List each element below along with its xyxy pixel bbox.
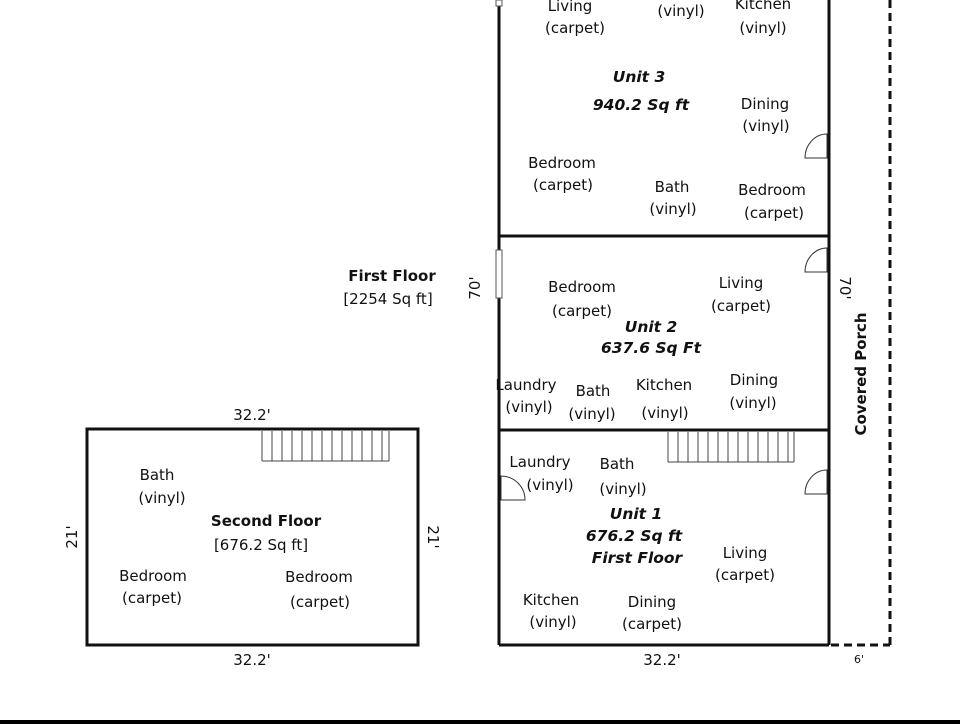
- second-floor-left-height: 21': [63, 525, 81, 548]
- room-name: Kitchen: [735, 0, 791, 13]
- room-floor: (carpet): [545, 19, 605, 37]
- second-floor-area: [676.2 Sq ft]: [214, 536, 308, 554]
- room-floor: (vinyl): [729, 394, 776, 412]
- room-name: Living: [548, 0, 593, 15]
- first-floor-area: [2254 Sq ft]: [343, 290, 432, 308]
- room-floor: (vinyl): [599, 480, 646, 498]
- first-floor-right-height: 70': [836, 276, 854, 299]
- room-floor: (carpet): [715, 566, 775, 584]
- room-name: Kitchen: [636, 376, 692, 394]
- unit2-name: Unit 2: [625, 318, 678, 336]
- unit1-floor-label: First Floor: [592, 549, 684, 567]
- room-name: Dining: [730, 371, 778, 389]
- room-floor: (vinyl): [505, 398, 552, 416]
- second-floor-outline: [85, 427, 420, 647]
- first-floor-width: 32.2': [643, 651, 681, 669]
- window: [495, 0, 503, 7]
- second-floor-top-width: 32.2': [233, 406, 271, 424]
- door: [804, 469, 828, 495]
- room-name: Bedroom: [738, 181, 806, 199]
- window: [495, 249, 503, 299]
- room-name: Dining: [628, 593, 676, 611]
- room-name: Bath: [655, 178, 690, 196]
- unit3-name: Unit 3: [613, 68, 666, 86]
- room-name: Bedroom: [548, 278, 616, 296]
- unit1-name: Unit 1: [610, 505, 663, 523]
- door: [500, 475, 526, 501]
- second-floor-right-height: 21': [424, 525, 442, 548]
- room-name: Laundry: [495, 376, 556, 394]
- covered-porch-label: Covered Porch: [852, 312, 870, 435]
- room-floor: (carpet): [533, 176, 593, 194]
- first-floor-walls: [497, 0, 831, 647]
- first-floor-title: First Floor: [348, 267, 436, 285]
- second-floor-stairs: [261, 431, 390, 462]
- unit2-area: 637.6 Sq Ft: [601, 339, 702, 357]
- room-floor: (vinyl): [739, 19, 786, 37]
- room-floor: (carpet): [744, 204, 804, 222]
- room-floor: (carpet): [552, 302, 612, 320]
- room-name: Living: [719, 274, 764, 292]
- room-floor: (vinyl): [641, 404, 688, 422]
- room-name: Bedroom: [285, 568, 353, 586]
- second-floor-title: Second Floor: [211, 512, 322, 530]
- room-name: Kitchen: [523, 591, 579, 609]
- room-floor: (carpet): [711, 297, 771, 315]
- door: [804, 247, 828, 273]
- room-name: Bedroom: [528, 154, 596, 172]
- room-floor: (vinyl): [138, 489, 185, 507]
- room-floor: (carpet): [622, 615, 682, 633]
- room-floor: (vinyl): [529, 613, 576, 631]
- second-floor-bottom-width: 32.2': [233, 651, 271, 669]
- room-name: Bedroom: [119, 567, 187, 585]
- room-floor: (vinyl): [742, 117, 789, 135]
- room-name: Living: [723, 544, 768, 562]
- porch-width: 6': [854, 653, 864, 666]
- room-name: Dining: [741, 95, 789, 113]
- first-floor-left-height: 70': [466, 276, 484, 299]
- unit3-area: 940.2 Sq ft: [593, 96, 690, 114]
- room-floor: (vinyl): [657, 2, 704, 20]
- covered-porch-outline: [831, 0, 892, 647]
- room-floor: (vinyl): [568, 405, 615, 423]
- room-name: Bath: [600, 455, 635, 473]
- room-floor: (carpet): [290, 593, 350, 611]
- door: [804, 133, 828, 159]
- room-floor: (vinyl): [526, 476, 573, 494]
- room-name: Laundry: [509, 453, 570, 471]
- room-name: Bath: [140, 466, 175, 484]
- unit1-area: 676.2 Sq ft: [586, 527, 683, 545]
- unit1-stairs: [667, 432, 795, 463]
- room-floor: (vinyl): [649, 200, 696, 218]
- room-name: Bath: [576, 382, 611, 400]
- room-floor: (carpet): [122, 589, 182, 607]
